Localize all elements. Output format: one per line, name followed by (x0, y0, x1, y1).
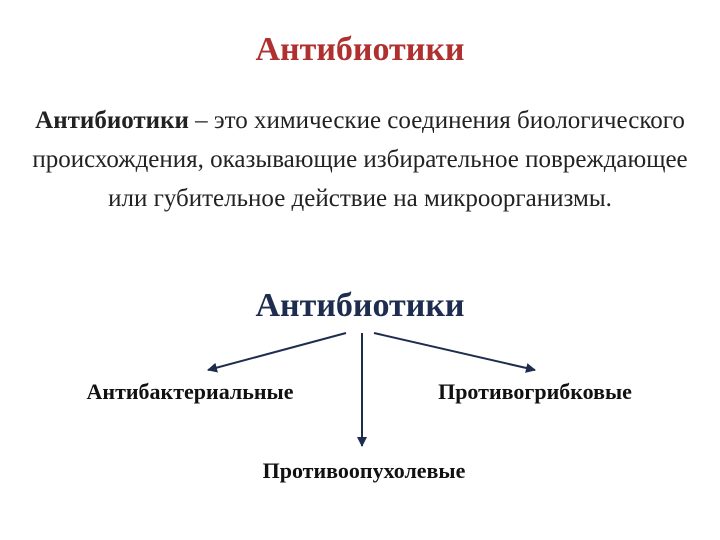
slide-title: Антибиотики (255, 31, 465, 68)
definition-paragraph: Антибиотики – это химические соединения … (20, 101, 700, 218)
diagram-root-label: Антибиотики (255, 287, 465, 324)
node-antibacterial: Антибактериальные (86, 379, 294, 404)
node-antitumor: Противоопухолевые (262, 458, 466, 483)
arrow-to-left (207, 332, 347, 373)
arrow-to-right (373, 332, 536, 373)
definition-term: Антибиотики (35, 107, 189, 134)
node-antifungal: Противогрибковые (438, 379, 632, 404)
definition-text: – это химические соединения биологическо… (32, 107, 688, 212)
